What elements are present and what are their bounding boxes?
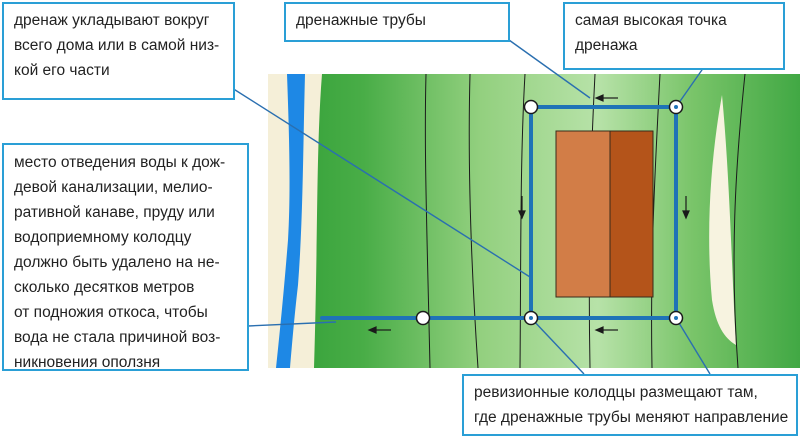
flow-arrow-down-icon (682, 196, 690, 220)
drainage-pipes (320, 105, 678, 320)
callout-line: где дренажные трубы меняют направление (474, 409, 789, 426)
leader-well-1 (530, 317, 585, 375)
callout-line: от подножия откоса, чтобы (14, 304, 208, 321)
river (276, 74, 305, 368)
inspection-well-icon (523, 99, 539, 115)
callout-line: водоприемному колодцу (14, 229, 192, 246)
callout-line: девой канализации, мелио- (14, 179, 213, 196)
inspection-well-icon (523, 310, 539, 326)
callout-line: ревизионные колодцы размещают там, (474, 384, 758, 401)
callout-line: место отведения воды к дож- (14, 154, 226, 171)
leader-outlet (247, 321, 337, 327)
callout-whole-house: дренаж укладывают вокруг всего дома или … (2, 2, 235, 100)
callout-pipes: дренажные трубы (284, 2, 510, 42)
callout-line: кой его части (14, 62, 110, 79)
flow-arrows (367, 94, 690, 334)
callout-line: должно быть удалено на не- (14, 254, 220, 271)
callout-line: сколько десятков метров (14, 279, 195, 296)
inspection-well-icon (415, 310, 431, 326)
flow-arrow-left-icon (594, 326, 618, 334)
leader-highest-point (675, 66, 705, 108)
leader-whole-house (231, 87, 531, 278)
callout-outlet: место отведения воды к дож- девой канали… (2, 143, 249, 371)
flow-arrow-down-icon (518, 196, 526, 220)
callout-line: дренажа (575, 37, 638, 54)
sand-patch (709, 95, 736, 345)
callout-line: вода не стала причиной воз- (14, 329, 221, 346)
contour-line (733, 73, 746, 369)
house-roof-right (609, 130, 654, 298)
inspection-well-icon (668, 99, 684, 115)
callout-wells: ревизионные колодцы размещают там, где д… (462, 374, 798, 436)
leader-pipes (508, 39, 591, 99)
house-roof-left (555, 130, 611, 298)
inspection-well-icon (668, 310, 684, 326)
callout-highest-point: самая высокая точка дренажа (563, 2, 785, 70)
callout-line: никновения оползня (14, 354, 161, 371)
callout-line: ративной канаве, пруду или (14, 204, 215, 221)
leader-lines (231, 39, 711, 375)
callout-line: самая высокая точка (575, 12, 727, 29)
leader-well-2 (675, 317, 711, 375)
flow-arrow-left-icon (594, 94, 618, 102)
flow-arrow-left-icon (367, 326, 391, 334)
inspection-wells (415, 99, 684, 326)
contour-line (468, 73, 479, 369)
callout-line: дренаж укладывают вокруг (14, 12, 210, 29)
callout-line: дренажные трубы (296, 12, 426, 29)
callout-line: всего дома или в самой низ- (14, 37, 220, 54)
